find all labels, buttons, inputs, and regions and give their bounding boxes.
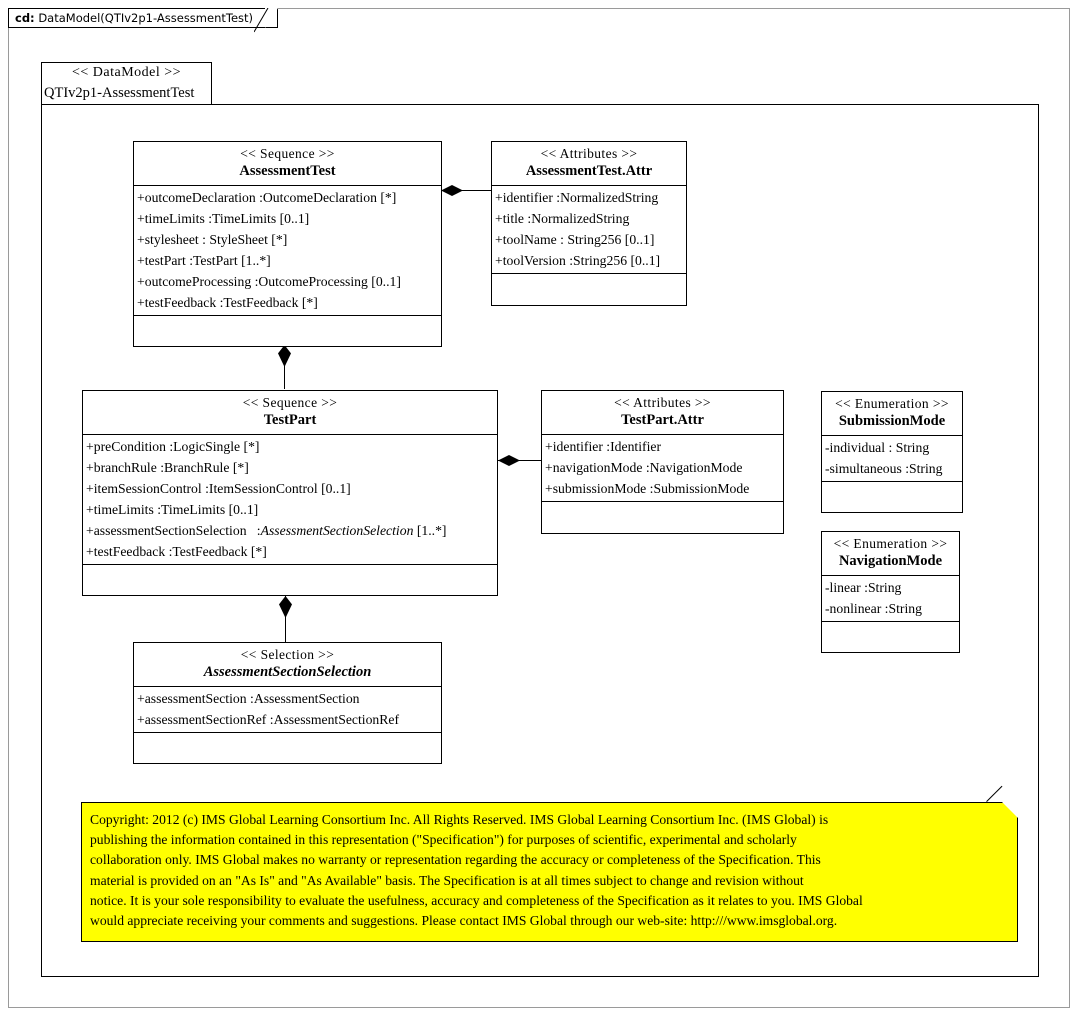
attribute-row: -simultaneous :String — [825, 461, 943, 476]
class-assessment-section-selection[interactable]: << Selection >> AssessmentSectionSelecti… — [133, 642, 442, 764]
class-submission-mode[interactable]: << Enumeration >> SubmissionMode -indivi… — [821, 391, 963, 513]
attribute-row: +itemSessionControl :ItemSessionControl … — [86, 481, 351, 496]
package-tab: << DataModel >> QTIv2p1-AssessmentTest — [41, 62, 212, 105]
note-line: Copyright: 2012 (c) IMS Global Learning … — [90, 812, 829, 827]
attribute-row: +navigationMode :NavigationMode — [545, 460, 743, 475]
class-assessment-test-attr[interactable]: << Attributes >> AssessmentTest.Attr +id… — [491, 141, 687, 306]
class-operations — [134, 733, 441, 753]
connector-assessmenttest-attr — [441, 190, 492, 191]
class-attributes: -individual : String -simultaneous :Stri… — [822, 436, 962, 482]
connector-assessmenttest-testpart — [284, 345, 285, 389]
class-attributes: -linear :String -nonlinear :String — [822, 576, 959, 622]
attribute-type-italic: AssessmentSectionSelection — [260, 523, 414, 538]
attribute-row: +identifier :NormalizedString — [495, 190, 659, 205]
class-operations — [822, 482, 962, 502]
attribute-row: -nonlinear :String — [825, 601, 922, 616]
attribute-row: +toolName : String256 [0..1] — [495, 232, 655, 247]
class-stereotype: << Enumeration >> — [833, 536, 948, 551]
class-stereotype: << Sequence >> — [242, 395, 338, 410]
attribute-row: +testFeedback :TestFeedback [*] — [137, 295, 318, 310]
class-attributes: +assessmentSection :AssessmentSection +a… — [134, 687, 441, 733]
composition-diamond-testpart-attr — [498, 455, 520, 466]
attribute-row: -linear :String — [825, 580, 902, 595]
attribute-row: +timeLimits :TimeLimits [0..1] — [137, 211, 310, 226]
class-header: << Attributes >> TestPart.Attr — [542, 391, 783, 435]
attribute-row: +identifier :Identifier — [545, 439, 662, 454]
class-header: << Enumeration >> SubmissionMode — [822, 392, 962, 436]
class-stereotype: << Attributes >> — [540, 146, 638, 161]
note-fold-corner-icon — [1002, 802, 1018, 818]
attribute-row: +assessmentSectionSelection :AssessmentS… — [86, 520, 495, 541]
package-stereotype: << DataModel >> — [71, 65, 182, 80]
class-name: SubmissionMode — [838, 413, 946, 429]
note-line: material is provided on an "As Is" and "… — [90, 872, 804, 888]
class-operations — [83, 565, 497, 585]
attribute-row: +preCondition :LogicSingle [*] — [86, 439, 260, 454]
class-attributes: +identifier :NormalizedString +title :No… — [492, 186, 686, 274]
attribute-multiplicity: [1..*] — [413, 523, 447, 538]
attribute-row: +testFeedback :TestFeedback [*] — [86, 544, 267, 559]
connector-testpart-selection — [285, 596, 286, 643]
attribute-row: +submissionMode :SubmissionMode — [545, 481, 750, 496]
class-stereotype: << Selection >> — [240, 647, 335, 662]
note-line: collaboration only. IMS Global makes no … — [90, 852, 821, 868]
class-attributes: +preCondition :LogicSingle [*] +branchRu… — [83, 435, 497, 565]
class-header: << Sequence >> AssessmentTest — [134, 142, 441, 186]
attribute-row: -individual : String — [825, 440, 930, 455]
class-operations — [492, 274, 686, 294]
class-name: AssessmentTest — [239, 163, 336, 179]
diagram-frame-tab: cd: DataModel(QTIv2p1-AssessmentTest) — [8, 8, 279, 33]
copyright-note: Copyright: 2012 (c) IMS Global Learning … — [81, 785, 1018, 942]
attribute-name: +assessmentSectionSelection : — [86, 523, 261, 538]
composition-diamond-assessmenttest-attr — [441, 185, 463, 196]
package-name: QTIv2p1-AssessmentTest — [44, 85, 195, 101]
attribute-row: +outcomeProcessing :OutcomeProcessing [0… — [137, 274, 401, 289]
class-header: << Sequence >> TestPart — [83, 391, 497, 435]
note-line: notice. It is your sole responsibility t… — [90, 892, 863, 908]
class-name: AssessmentTest.Attr — [525, 163, 653, 179]
frame-tab-corner — [265, 8, 279, 28]
class-stereotype: << Sequence >> — [240, 146, 335, 161]
connector-testpart-attr — [498, 460, 542, 461]
class-header: << Attributes >> AssessmentTest.Attr — [492, 142, 686, 186]
attribute-row: +title :NormalizedString — [495, 211, 630, 226]
class-attributes: +outcomeDeclaration :OutcomeDeclaration … — [134, 186, 441, 316]
class-operations — [134, 316, 441, 336]
class-stereotype: << Enumeration >> — [835, 396, 949, 411]
attribute-row: +assessmentSection :AssessmentSection — [137, 691, 360, 706]
attribute-row: +timeLimits :TimeLimits [0..1] — [86, 502, 259, 517]
diagram-kind-label: cd: — [15, 11, 35, 25]
note-line: would appreciate receiving your comments… — [90, 913, 838, 929]
class-operations — [542, 502, 783, 522]
class-name: AssessmentSectionSelection — [203, 664, 372, 680]
class-assessment-test[interactable]: << Sequence >> AssessmentTest +outcomeDe… — [133, 141, 442, 347]
class-operations — [822, 622, 959, 642]
attribute-row: +testPart :TestPart [1..*] — [137, 253, 271, 268]
diagram-title: DataModel(QTIv2p1-AssessmentTest) — [38, 11, 254, 25]
class-name: TestPart.Attr — [621, 412, 704, 428]
attribute-row: +stylesheet : StyleSheet [*] — [137, 232, 288, 247]
attribute-row: +outcomeDeclaration :OutcomeDeclaration … — [137, 190, 397, 205]
class-header: << Enumeration >> NavigationMode — [822, 532, 959, 576]
note-line: publishing the information contained in … — [90, 832, 797, 848]
class-test-part-attr[interactable]: << Attributes >> TestPart.Attr +identifi… — [541, 390, 784, 534]
class-test-part[interactable]: << Sequence >> TestPart +preCondition :L… — [82, 390, 498, 596]
class-name: TestPart — [263, 412, 317, 428]
class-navigation-mode[interactable]: << Enumeration >> NavigationMode -linear… — [821, 531, 960, 653]
class-stereotype: << Attributes >> — [614, 395, 711, 410]
attribute-row: +assessmentSectionRef :AssessmentSection… — [137, 712, 400, 727]
class-attributes: +identifier :Identifier +navigationMode … — [542, 435, 783, 502]
frame-tab-diagonal-icon — [254, 8, 269, 33]
attribute-row: +branchRule :BranchRule [*] — [86, 460, 249, 475]
class-name: NavigationMode — [838, 553, 943, 569]
attribute-row: +toolVersion :String256 [0..1] — [495, 253, 661, 268]
class-header: << Selection >> AssessmentSectionSelecti… — [134, 643, 441, 687]
